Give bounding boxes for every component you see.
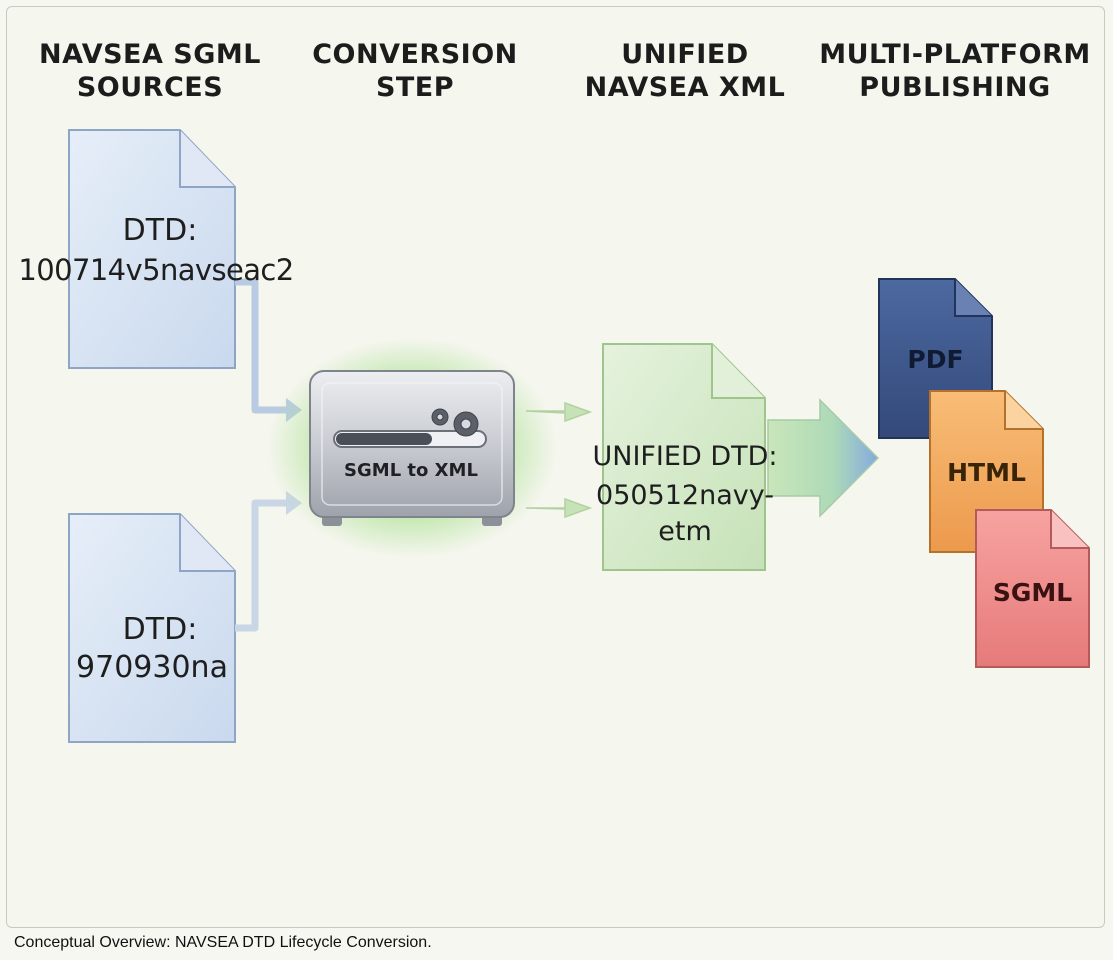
- sgml-label: SGML: [992, 578, 1073, 607]
- publish-arrow: [767, 398, 880, 518]
- source-2-label: DTD:: [122, 612, 198, 647]
- pdf-label: PDF: [907, 345, 964, 374]
- source-document-2: [68, 513, 236, 743]
- header-publishing: MULTI-PLATFORM PUBLISHING: [819, 39, 1091, 103]
- unified-dtd-line2: etm: [658, 516, 712, 547]
- source-document-1: [68, 129, 236, 369]
- converter-machine: [267, 338, 557, 558]
- sgml-document: [975, 509, 1090, 668]
- source-2-dtd: 970930na: [76, 650, 228, 685]
- source-1-dtd: 100714v5navseac2: [18, 253, 294, 287]
- header-sources: NAVSEA SGML SOURCES: [39, 39, 261, 103]
- converter-label: SGML to XML: [344, 460, 478, 481]
- unified-document: [602, 343, 766, 571]
- header-unified: UNIFIED NAVSEA XML: [584, 39, 786, 103]
- figure-caption: Conceptual Overview: NAVSEA DTD Lifecycl…: [14, 934, 432, 951]
- unified-dtd-line1: 050512navy-: [596, 480, 774, 511]
- html-label: HTML: [947, 458, 1026, 487]
- source-connector-2: [235, 491, 302, 632]
- converter-output-arrow-2: [525, 497, 593, 519]
- converter-output-arrow-1: [525, 401, 593, 423]
- header-conversion: CONVERSION STEP: [312, 39, 518, 103]
- gears-icon: [431, 408, 479, 437]
- unified-label: UNIFIED DTD:: [592, 441, 778, 472]
- source-1-label: DTD:: [122, 213, 198, 248]
